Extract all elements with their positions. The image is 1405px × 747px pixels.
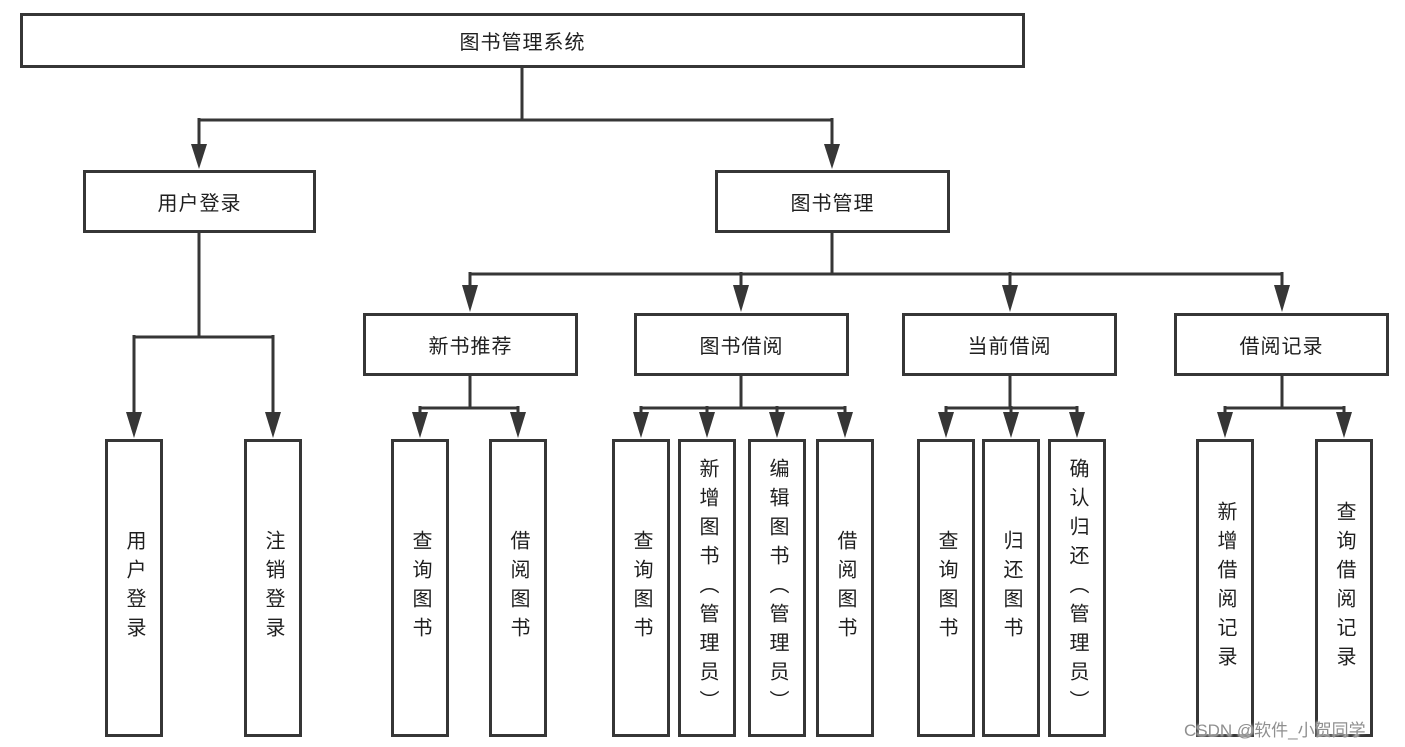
node-book-borrow-label: 图书借阅 (699, 336, 784, 358)
leaf-newbook-query-book: 查询图书 (391, 439, 449, 737)
leaf-return-book: 归还图书 (982, 439, 1040, 737)
node-book-management-label: 图书管理 (790, 193, 875, 215)
node-new-book-recommend-label: 新书推荐 (428, 336, 513, 358)
leaf-borrow-query-book: 查询图书 (612, 439, 670, 737)
leaf-edit-book-admin-label: 编辑图书（管理员） (766, 457, 788, 719)
connector-user-login-to-leaves (126, 233, 281, 438)
leaf-add-book-admin: 新增图书（管理员） (678, 439, 736, 737)
leaf-logout: 注销登录 (244, 439, 302, 737)
leaf-return-book-label: 归还图书 (1000, 530, 1022, 646)
leaf-newbook-query-book-label: 查询图书 (409, 530, 431, 646)
node-root-system-label: 图书管理系统 (459, 32, 586, 54)
connector-current-borrow-to-leaves (938, 376, 1085, 438)
leaf-query-borrow-record-label: 查询借阅记录 (1333, 501, 1355, 675)
leaf-confirm-return-admin-label: 确认归还（管理员） (1066, 457, 1088, 719)
leaf-current-query-book: 查询图书 (917, 439, 975, 737)
leaf-borrow-book: 借阅图书 (816, 439, 874, 737)
leaf-newbook-borrow-book: 借阅图书 (489, 439, 547, 737)
leaf-borrow-book-label: 借阅图书 (834, 530, 856, 646)
node-book-borrow: 图书借阅 (634, 313, 849, 376)
node-borrow-records: 借阅记录 (1174, 313, 1389, 376)
leaf-borrow-query-book-label: 查询图书 (630, 530, 652, 646)
leaf-edit-book-admin: 编辑图书（管理员） (748, 439, 806, 737)
connector-root-to-level2 (191, 68, 840, 169)
node-borrow-records-label: 借阅记录 (1239, 336, 1324, 358)
connector-book-borrow-to-leaves (633, 376, 853, 438)
leaf-add-book-admin-label: 新增图书（管理员） (696, 457, 718, 719)
connector-new-book-recommend-to-leaves (412, 376, 526, 438)
node-book-management: 图书管理 (715, 170, 950, 233)
node-user-login-label: 用户登录 (157, 193, 242, 215)
node-new-book-recommend: 新书推荐 (363, 313, 578, 376)
node-user-login: 用户登录 (83, 170, 316, 233)
connector-borrow-records-to-leaves (1217, 376, 1352, 438)
node-current-borrow-label: 当前借阅 (967, 336, 1052, 358)
leaf-confirm-return-admin: 确认归还（管理员） (1048, 439, 1106, 737)
leaf-user-login: 用户登录 (105, 439, 163, 737)
node-root-system: 图书管理系统 (20, 13, 1025, 68)
connector-book-management-to-level3 (462, 233, 1290, 312)
leaf-newbook-borrow-book-label: 借阅图书 (507, 530, 529, 646)
leaf-user-login-label: 用户登录 (123, 530, 145, 646)
leaf-query-borrow-record: 查询借阅记录 (1315, 439, 1373, 737)
leaf-add-borrow-record: 新增借阅记录 (1196, 439, 1254, 737)
leaf-add-borrow-record-label: 新增借阅记录 (1214, 501, 1236, 675)
csdn-watermark: CSDN @软件_小贺同学 (1184, 721, 1366, 740)
leaf-current-query-book-label: 查询图书 (935, 530, 957, 646)
leaf-logout-label: 注销登录 (262, 530, 284, 646)
node-current-borrow: 当前借阅 (902, 313, 1117, 376)
